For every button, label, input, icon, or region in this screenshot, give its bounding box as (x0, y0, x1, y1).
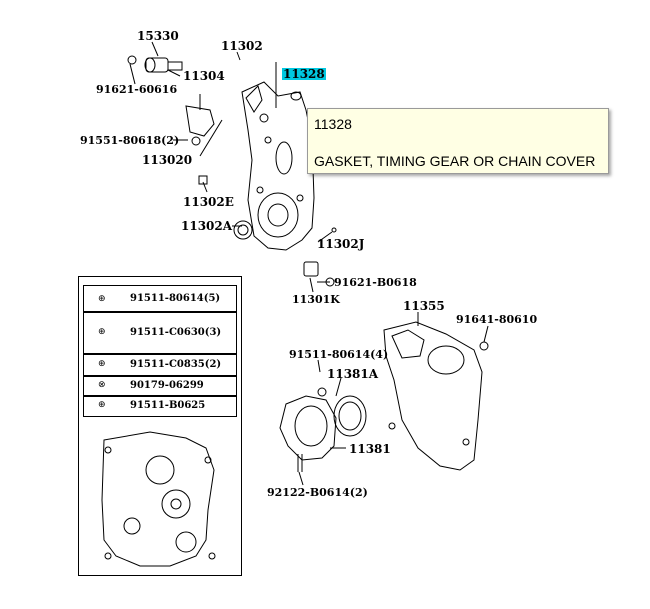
legend-row-text: 91511-C0835(2) (130, 359, 222, 370)
legend-row-text: 91511-80614(5) (130, 293, 221, 304)
callout-11301k: 11301K (292, 293, 340, 306)
legend-row: ⊗ 90179-06299 (83, 375, 237, 397)
legend-row: ⊕ 91511-B0625 (83, 395, 237, 417)
legend-row: ⊕ 91511-C0630(3) (83, 311, 237, 355)
callout-11355: 11355 (403, 299, 445, 313)
callout-11302e: 11302E (183, 195, 234, 209)
callout-11302j: 11302J (317, 237, 365, 251)
callout-11302: 11302 (221, 39, 263, 53)
legend-row-text: 91511-B0625 (130, 400, 206, 411)
callout-91511-80614-4: 91511-80614(4) (289, 348, 389, 361)
legend-row: ⊕ 91511-80614(5) (83, 285, 237, 313)
bolt-legend-box: ⊕ 91511-80614(5) ⊕ 91511-C0630(3) ⊕ 9151… (78, 276, 242, 576)
callout-11304: 11304 (183, 69, 225, 83)
legend-row-text: 91511-C0630(3) (130, 327, 222, 338)
bolt-symbol-icon: ⊗ (98, 380, 106, 390)
callout-11302a: 11302A (181, 219, 233, 233)
callout-92122-b0614: 92122-B0614(2) (267, 486, 368, 499)
legend-row-text: 90179-06299 (130, 380, 204, 391)
legend-row: ⊕ 91511-C0835(2) (83, 353, 237, 377)
callout-113020: 113020 (142, 153, 193, 167)
tooltip-part-number: 11328 (314, 116, 352, 132)
callout-11381a: 11381A (327, 367, 379, 381)
callout-91641-80610: 91641-80610 (456, 313, 538, 326)
callout-91551-80618: 91551-80618(2) (80, 134, 180, 147)
bolt-symbol-icon: ⊕ (98, 359, 106, 369)
bolt-symbol-icon: ⊕ (98, 294, 106, 304)
callout-91621-60616: 91621-60616 (96, 83, 178, 96)
callout-91621-b0618: 91621-B0618 (334, 276, 417, 289)
bolt-symbol-icon: ⊕ (98, 327, 106, 337)
callout-15330: 15330 (137, 29, 179, 43)
part-tooltip: 11328 GASKET, TIMING GEAR OR CHAIN COVER (307, 108, 609, 174)
callout-11381: 11381 (349, 442, 391, 456)
callout-11328-highlighted[interactable]: 11328 (282, 67, 326, 81)
bolt-symbol-icon: ⊕ (98, 400, 106, 410)
tooltip-part-description: GASKET, TIMING GEAR OR CHAIN COVER (314, 153, 596, 169)
